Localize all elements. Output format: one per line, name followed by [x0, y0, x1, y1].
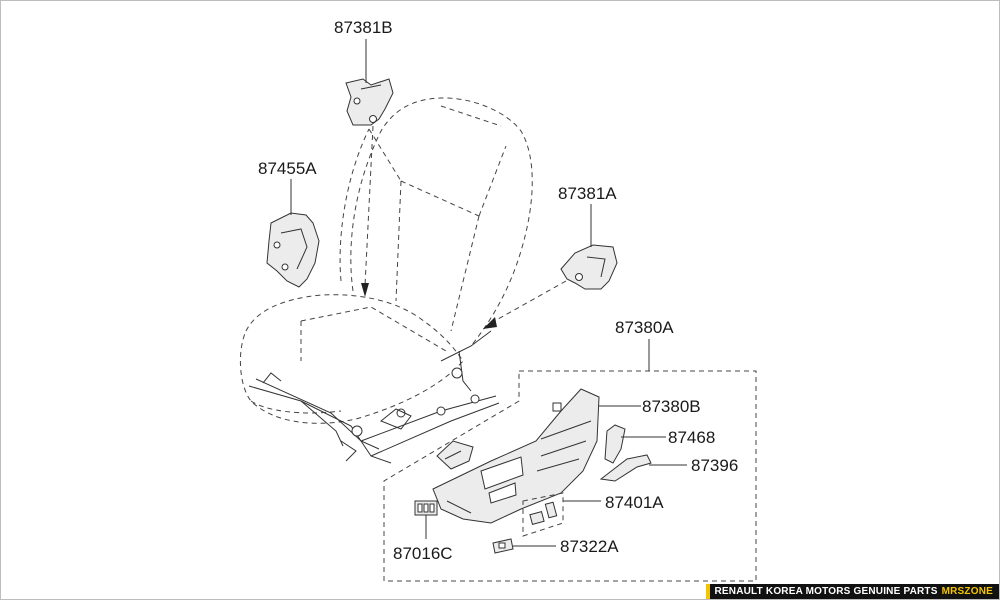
label-87380a: 87380A: [615, 318, 674, 337]
seat-rail-frame: [248, 330, 500, 464]
label-87468: 87468: [668, 428, 715, 447]
switch-group-box: [522, 492, 564, 537]
assembly-group-box: [383, 370, 757, 582]
label-87381a: 87381A: [558, 184, 617, 203]
part-clip-cover[interactable]: [436, 440, 474, 470]
arrowhead-87381b: [361, 283, 369, 297]
arrow-87381a: [490, 280, 567, 324]
part-87401a[interactable]: [529, 501, 558, 525]
label-87322a: 87322A: [560, 537, 619, 556]
part-87396[interactable]: [599, 454, 652, 482]
footer-text: RENAULT KOREA MOTORS GENUINE PARTS: [714, 586, 938, 597]
label-87455a: 87455A: [258, 159, 317, 178]
part-87468[interactable]: [604, 424, 626, 464]
footer-brand: MRSZONE: [941, 586, 993, 597]
seat-outline: [239, 97, 533, 424]
label-87401a: 87401A: [605, 493, 664, 512]
label-87396: 87396: [691, 456, 738, 475]
part-87381a[interactable]: [560, 244, 618, 290]
part-87016c[interactable]: [414, 500, 438, 516]
arrowhead-87381a: [483, 317, 497, 329]
label-87381b: 87381B: [334, 18, 393, 37]
label-87016c: 87016C: [393, 544, 453, 563]
footer-bar: RENAULT KOREA MOTORS GENUINE PARTS MRSZO…: [706, 584, 999, 599]
part-87381b[interactable]: [345, 78, 394, 126]
part-87380b[interactable]: [432, 388, 600, 524]
part-87455a[interactable]: [266, 212, 320, 288]
label-87380b: 87380B: [642, 397, 701, 416]
part-87322a[interactable]: [492, 538, 514, 554]
arrow-87381b: [364, 125, 374, 287]
